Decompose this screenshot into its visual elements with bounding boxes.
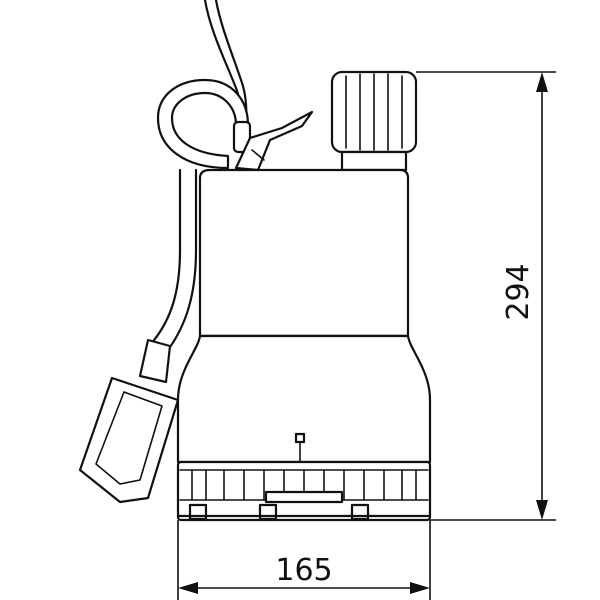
outlet-connector: [330, 70, 418, 172]
lever-clip: [234, 110, 314, 172]
width-dimension: 165: [177, 520, 431, 600]
handle-loop: [156, 78, 252, 170]
pump-housing: [176, 334, 432, 464]
float-switch: [78, 168, 198, 504]
strainer-base: [176, 460, 432, 522]
height-dimension-label: 294: [501, 263, 536, 320]
height-dimension: 294: [416, 71, 556, 521]
motor-housing: [198, 168, 410, 338]
width-dimension-label: 165: [275, 553, 332, 588]
